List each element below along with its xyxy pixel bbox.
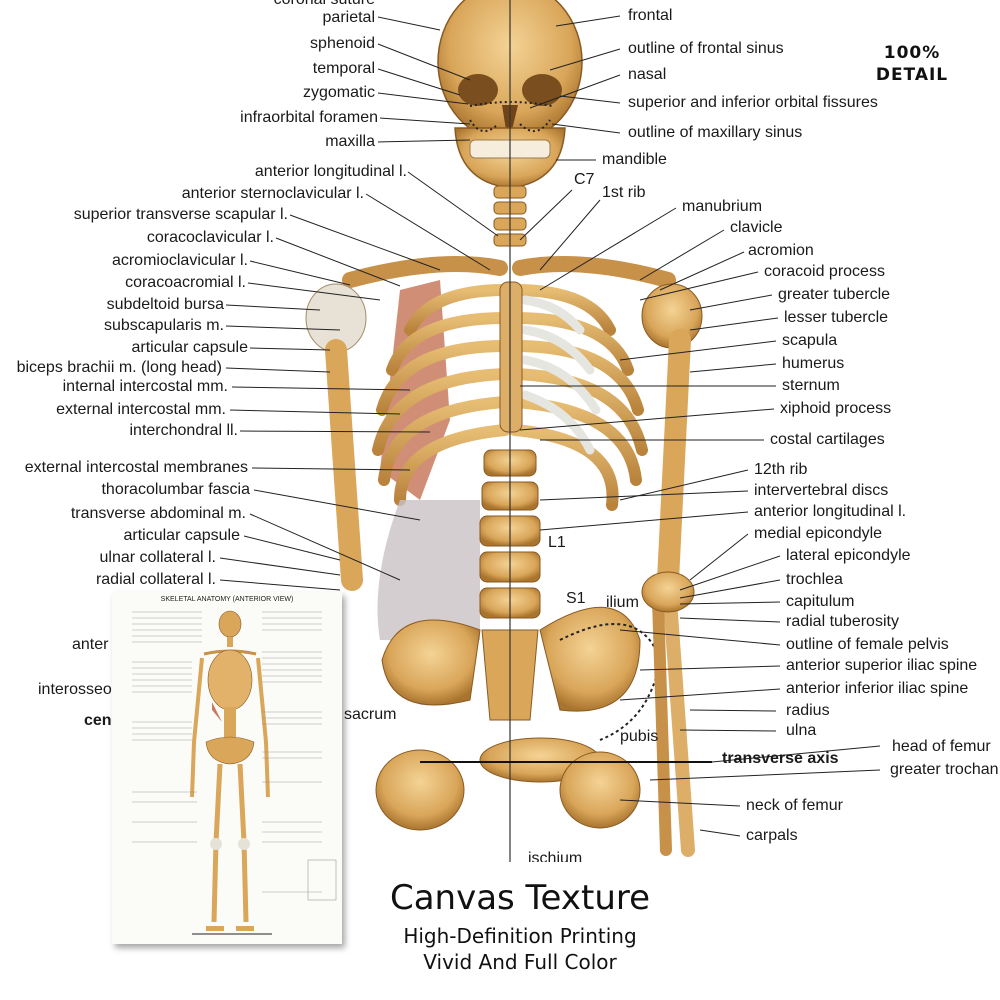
label-interosseo-partial: interosseo (38, 681, 112, 699)
label-articular-capsule-2: articular capsule (124, 527, 241, 545)
label-external-intercostal-membranes: external intercostal membranes (25, 459, 248, 477)
label-sacrum: sacrum (344, 706, 396, 724)
label-coracoacromial: coracoacromial l. (125, 274, 246, 292)
label-coracoid-process: coracoid process (764, 263, 885, 281)
label-anterior-longitudinal-right: anterior longitudinal l. (754, 503, 906, 521)
label-mandible: mandible (602, 151, 667, 169)
label-xiphoid-process: xiphoid process (780, 400, 891, 418)
label-ulna: ulna (786, 722, 816, 740)
label-infraorbital-foramen: infraorbital foramen (240, 109, 378, 127)
right-elbow (642, 572, 694, 612)
label-transverse-abdominal: transverse abdominal m. (71, 505, 246, 523)
label-l1: L1 (548, 534, 566, 552)
right-ilium (540, 607, 640, 711)
label-coracoclavicular: coracoclavicular l. (147, 229, 274, 247)
label-ulnar-collateral: ulnar collateral l. (100, 549, 217, 567)
label-sternum: sternum (782, 377, 840, 395)
label-subdeltoid-bursa: subdeltoid bursa (107, 296, 224, 314)
label-parietal: parietal (323, 9, 375, 27)
label-maxilla: maxilla (325, 133, 375, 151)
detail-badge: 100% DETAIL (862, 42, 962, 86)
label-trochlea: trochlea (786, 571, 843, 589)
label-costal-cartilages: costal cartilages (770, 431, 885, 449)
label-anterior-longitudinal: anterior longitudinal l. (255, 163, 407, 181)
poster-thumbnail: SKELETAL ANATOMY (ANTERIOR VIEW) (112, 592, 342, 944)
label-greater-tubercle: greater tubercle (778, 286, 890, 304)
label-carpals: carpals (746, 827, 798, 845)
label-temporal: temporal (313, 60, 375, 78)
label-articular-capsule-1: articular capsule (132, 339, 249, 357)
label-anterior-sternoclavicular: anterior sternoclavicular l. (182, 185, 364, 203)
label-anterior-superior-iliac-spine: anterior superior iliac spine (786, 657, 977, 675)
label-zygomatic: zygomatic (303, 84, 375, 102)
right-clavicle (520, 264, 668, 280)
label-external-intercostal: external intercostal mm. (56, 401, 226, 419)
left-humerus (336, 350, 352, 580)
caption-line-2: Vivid And Full Color (320, 950, 720, 974)
label-greater-trochanter-partial: greater trochan (890, 761, 999, 779)
label-acromioclavicular: acromioclavicular l. (112, 252, 248, 270)
label-cen-partial: cen (84, 712, 112, 730)
label-medial-epicondyle: medial epicondyle (754, 525, 882, 543)
left-orbit (458, 74, 498, 106)
right-orbit (522, 74, 562, 106)
label-subscapularis: subscapularis m. (104, 317, 224, 335)
label-head-of-femur: head of femur (892, 738, 991, 756)
label-neck-of-femur: neck of femur (746, 797, 843, 815)
label-frontal: frontal (628, 7, 672, 25)
label-radial-collateral: radial collateral l. (96, 571, 216, 589)
label-12th-rib: 12th rib (754, 461, 807, 479)
label-capitulum: capitulum (786, 593, 854, 611)
label-interchondral: interchondral ll. (130, 422, 239, 440)
right-radius (670, 600, 688, 850)
label-humerus: humerus (782, 355, 844, 373)
label-orbital-fissures: superior and inferior orbital fissures (628, 94, 878, 112)
label-anter-partial: anter (72, 636, 108, 654)
badge-detail: DETAIL (862, 64, 962, 86)
sternum (500, 282, 522, 432)
label-s1: S1 (566, 590, 586, 608)
label-coronal-suture: coronal suture (274, 0, 375, 9)
label-outline-frontal-sinus: outline of frontal sinus (628, 40, 784, 58)
thoracolumbar-fascia (378, 500, 481, 640)
label-radial-tuberosity: radial tuberosity (786, 613, 899, 631)
label-scapula: scapula (782, 332, 837, 350)
label-anterior-inferior-iliac-spine: anterior inferior iliac spine (786, 680, 968, 698)
label-biceps-brachii: biceps brachii m. (long head) (17, 359, 222, 377)
label-outline-maxillary-sinus: outline of maxillary sinus (628, 124, 802, 142)
label-acromion: acromion (748, 242, 814, 260)
label-transverse-axis: transverse axis (722, 750, 839, 768)
label-lesser-tubercle: lesser tubercle (784, 309, 888, 327)
label-radius: radius (786, 702, 830, 720)
label-nasal: nasal (628, 66, 666, 84)
label-ilium: ilium (606, 594, 639, 612)
label-lateral-epicondyle: lateral epicondyle (786, 547, 911, 565)
caption-title: Canvas Texture (320, 878, 720, 918)
right-humerus (668, 340, 680, 580)
label-thoracolumbar-fascia: thoracolumbar fascia (101, 481, 250, 499)
label-superior-transverse-scapular: superior transverse scapular l. (74, 206, 288, 224)
label-manubrium: manubrium (682, 198, 762, 216)
label-pubis: pubis (620, 728, 658, 746)
left-clavicle (350, 264, 500, 280)
caption-line-1: High-Definition Printing (320, 924, 720, 948)
label-intervertebral-discs: intervertebral discs (754, 482, 888, 500)
label-internal-intercostal: internal intercostal mm. (63, 378, 228, 396)
label-c7: C7 (574, 171, 594, 189)
thumbnail-skeleton (112, 592, 342, 944)
label-first-rib: 1st rib (602, 184, 646, 202)
right-femur-head (560, 752, 640, 828)
badge-percent: 100% (862, 42, 962, 64)
label-outline-female-pelvis: outline of female pelvis (786, 636, 949, 654)
label-sphenoid: sphenoid (310, 35, 375, 53)
label-clavicle: clavicle (730, 219, 782, 237)
right-ulna (658, 600, 666, 850)
